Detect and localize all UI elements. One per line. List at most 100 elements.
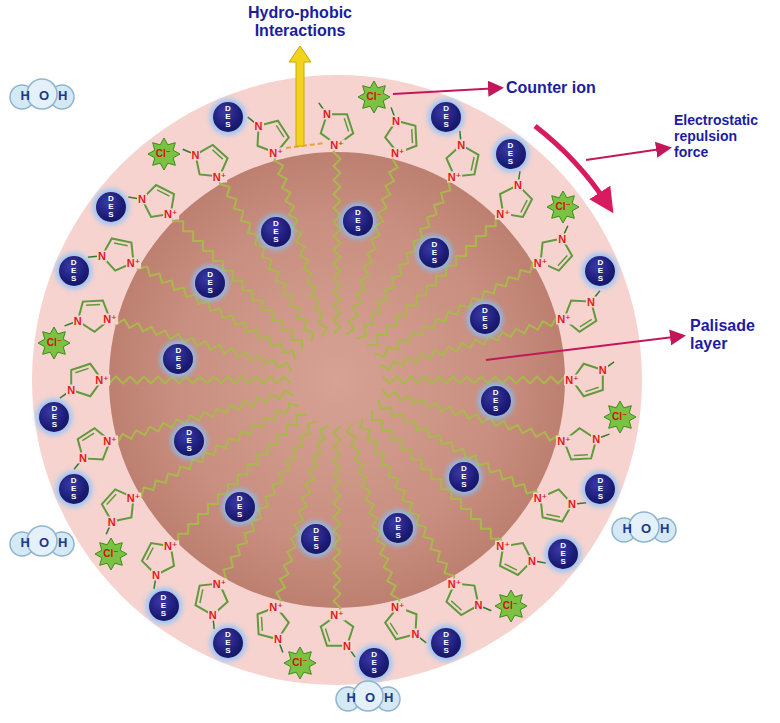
star-outline [148, 138, 180, 170]
water-molecule: HOH [9, 524, 80, 560]
des-sphere: DES [195, 268, 225, 298]
nitrogen-label: N [97, 250, 107, 261]
star-outline [547, 191, 579, 223]
double-bond [147, 548, 153, 560]
double-bond [580, 319, 592, 327]
repulsion-arrow [535, 126, 608, 205]
nitrogen-label: N⁺ [329, 610, 345, 621]
des-sphere: DES [419, 238, 449, 268]
hydrocarbon-tail [361, 418, 455, 583]
des-label: DES [481, 307, 489, 331]
double-bond [261, 617, 263, 631]
double-bond [585, 387, 598, 391]
dashed-contact [286, 143, 325, 148]
des-label: DES [442, 631, 450, 655]
hydrocarbon-tail [220, 177, 314, 342]
nitrogen-label: N [66, 385, 76, 396]
annotation-label: Palisade layer [690, 317, 770, 354]
annotation-label: Hydro-phobic Interactions [240, 4, 360, 41]
double-bond [471, 157, 474, 171]
double-bond [276, 125, 284, 137]
double-bond [200, 589, 203, 603]
nitrogen-label: N [456, 139, 466, 150]
counter-ion-star: Cl⁻ [546, 190, 580, 224]
nitrogen-label: N [208, 610, 218, 621]
nitrogen-label: N⁺ [163, 541, 179, 552]
des-sphere: DES [39, 402, 69, 432]
nitrogen-label: N [557, 233, 567, 244]
nitrogen-label: N⁺ [556, 435, 572, 446]
nitrogen-label: N⁺ [564, 375, 580, 386]
des-sphere: DES [548, 539, 578, 569]
nitrogen-label: N⁺ [495, 208, 511, 219]
nitrogen-label: N [527, 555, 537, 566]
nitrogen-label: N [342, 640, 352, 651]
star-outline [495, 590, 527, 622]
des-label: DES [50, 405, 58, 429]
double-bond [75, 368, 88, 372]
nitrogen-label: N⁺ [126, 257, 142, 268]
des-sphere: DES [449, 462, 479, 492]
nitrogen-label: N [73, 315, 83, 326]
counter-ion-star: Cl⁻ [357, 80, 391, 114]
hydrocarbon-tail [375, 263, 540, 357]
double-bond [390, 623, 398, 635]
nitrogen-label: N [151, 570, 161, 581]
nitrogen-label: N⁺ [329, 140, 345, 151]
des-sphere: DES [174, 426, 204, 456]
nitrogen-label: N [322, 109, 332, 120]
des-sphere: DES [59, 474, 89, 504]
nitrogen-label: N [107, 516, 117, 527]
des-label: DES [559, 542, 567, 566]
nitrogen-label: N [513, 180, 523, 191]
nitrogen-label: N⁺ [390, 148, 406, 159]
methyl-group [537, 562, 546, 563]
des-sphere: DES [59, 256, 89, 286]
des-sphere: DES [213, 102, 243, 132]
double-bond [107, 494, 116, 504]
des-label: DES [107, 195, 115, 219]
methyl-group [128, 197, 137, 198]
nitrogen-label: N⁺ [495, 541, 511, 552]
ion-label: Cl⁻ [292, 658, 307, 668]
des-label: DES [70, 259, 78, 283]
ion-label: Cl⁻ [103, 549, 118, 559]
hydrocarbon-tail [276, 425, 328, 607]
methyl-group [213, 620, 215, 629]
water-label: HOH [12, 536, 77, 549]
des-sphere: DES [383, 513, 413, 543]
nitrogen-label: N [273, 634, 283, 645]
des-label: DES [354, 209, 362, 233]
nitrogen-label: N [410, 629, 420, 640]
hydrocarbon-tail [383, 377, 572, 384]
methyl-group [106, 526, 110, 534]
nitrogen-label: N [78, 453, 88, 464]
nitrogen-label: N⁺ [268, 148, 284, 159]
double-bond [558, 255, 567, 265]
methyl-group [483, 607, 491, 611]
double-bond [411, 129, 413, 143]
nitrogen-label: N⁺ [533, 492, 549, 503]
des-label: DES [185, 429, 193, 453]
label-text: Electrostatic repulsion force [674, 112, 758, 160]
des-label: DES [394, 516, 402, 540]
methyl-group [280, 644, 283, 652]
nitrogen-label: N [474, 600, 484, 611]
des-label: DES [224, 631, 232, 655]
label-text: Hydro-phobic Interactions [248, 4, 352, 39]
nitrogen-label: N⁺ [447, 578, 463, 589]
star-outline [38, 327, 70, 359]
ion-label: Cl⁻ [156, 149, 171, 159]
annotation-label: Electrostatic repulsion force [674, 112, 772, 160]
des-label: DES [507, 142, 515, 166]
counter-ion-star: Cl⁻ [94, 537, 128, 571]
water-molecule: HOH [335, 679, 406, 715]
hydrocarbon-tail [171, 415, 307, 546]
water-label: HOH [338, 691, 403, 704]
micelle-core [109, 152, 565, 608]
double-bond [114, 243, 128, 246]
double-bond [505, 564, 517, 570]
des-sphere: DES [149, 591, 179, 621]
